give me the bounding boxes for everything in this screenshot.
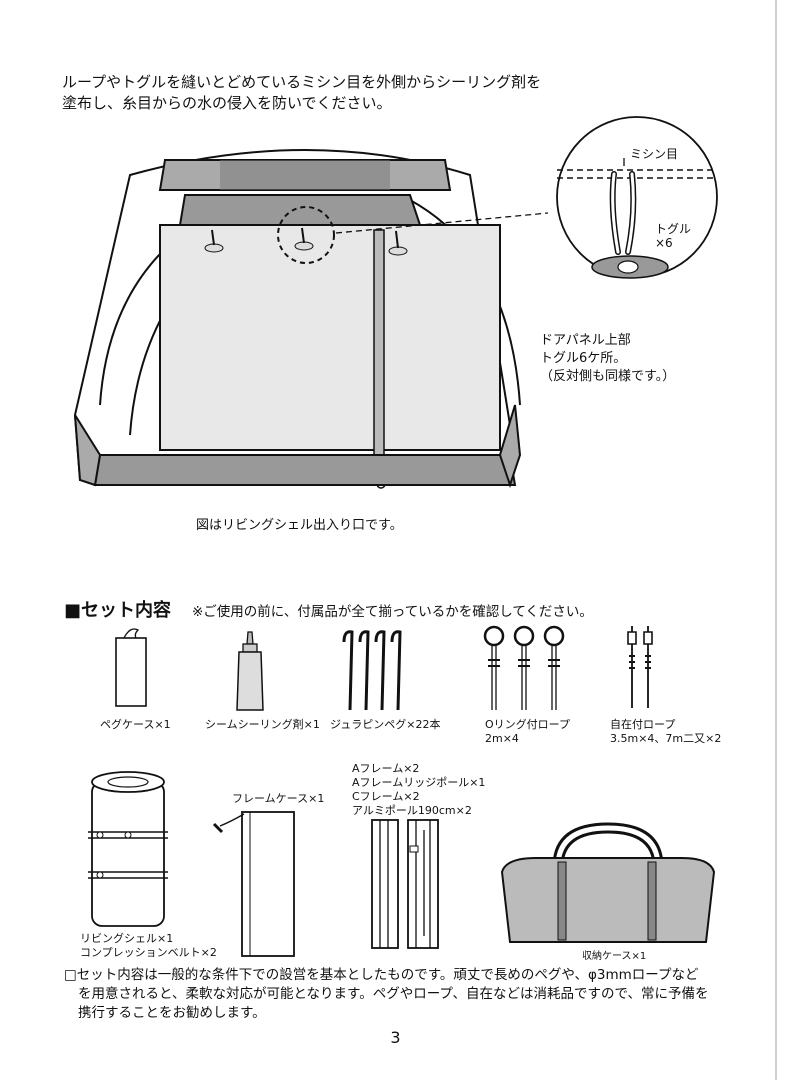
item-adjustable-rope: 自在付ロープ 3.5m×4、7m二又×2: [610, 718, 721, 746]
item-frame-case: フレームケース×1: [232, 792, 325, 805]
toggle-callout-count: ×6: [655, 236, 673, 250]
page-number: 3: [390, 1028, 401, 1047]
page-edge: [775, 0, 777, 1080]
item-living-shell-label: リビングシェル×1: [80, 932, 174, 945]
item-o-ring-rope: Oリング付ロープ 2m×4: [485, 718, 570, 746]
item-o-ring-rope-label: Oリング付ロープ: [485, 718, 570, 731]
door-note-line-1: ドアパネル上部: [540, 333, 631, 348]
frames-bundle-icon: [371, 819, 439, 949]
item-living-shell: リビングシェル×1 コンプレッションベルト×2: [80, 932, 217, 960]
item-frames: Aフレーム×2 Aフレームリッジポール×1 Cフレーム×2 アルミポール190c…: [352, 762, 485, 818]
intro-line-1: ループやトグルを縫いとどめているミシン目を外側からシーリング剤を: [62, 73, 542, 91]
diagram-caption: 図はリビングシェル出入り口です。: [196, 518, 403, 533]
item-adjustable-rope-label: 自在付ロープ: [610, 718, 676, 731]
o-ring-rope-icon: [483, 625, 565, 710]
toggle-callout: トグル ×6: [655, 222, 691, 250]
peg-case-icon: [115, 628, 147, 707]
footer-line-3: 携行することをお勧めします。: [78, 1005, 266, 1021]
tent-door-diagram: [73, 149, 549, 489]
set-contents-note: ※ご使用の前に、付属品が全て揃っているかを確認してください。: [192, 604, 593, 620]
toggle-callout-label: トグル: [655, 222, 692, 236]
intro-line-2: 塗布し、糸目からの水の侵入を防いでください。: [62, 94, 392, 112]
toggle-detail-circle: [556, 116, 718, 279]
stitch-callout: ミシン目: [630, 147, 679, 161]
item-o-ring-rope-qty: 2m×4: [485, 732, 519, 745]
seam-sealer-icon: [236, 631, 264, 711]
item-storage-case: 収納ケース×1: [582, 951, 647, 962]
item-pin-peg: ジュラピンペグ×22本: [330, 718, 441, 731]
door-note-line-2: トグル6ケ所。: [540, 351, 627, 366]
item-a-frame-ridge: Aフレームリッジポール×1: [352, 776, 486, 789]
item-peg-case: ペグケース×1: [100, 718, 171, 731]
living-shell-roll-icon: [88, 771, 168, 927]
item-living-shell-belt: コンプレッションベルト×2: [80, 946, 217, 959]
set-contents-title: ■セット内容: [64, 600, 172, 621]
item-alu-pole: アルミポール190cm×2: [352, 804, 472, 817]
item-seam-sealer: シームシーリング剤×1: [205, 718, 320, 731]
intro-text: ループやトグルを縫いとどめているミシン目を外側からシーリング剤を 塗布し、糸目か…: [62, 72, 622, 114]
footer-line-2: を用意されると、柔軟な対応が可能となります。ペグやロープ、自在などは消耗品ですの…: [78, 986, 709, 1002]
door-panel-note: ドアパネル上部 トグル6ケ所。 （反対側も同様です。）: [540, 332, 675, 386]
item-c-frame: Cフレーム×2: [352, 790, 420, 803]
footer-note: □セット内容は一般的な条件下での設営を基本としたものです。頑丈で長めのペグや、φ…: [64, 966, 734, 1023]
frame-case-icon: [212, 811, 295, 957]
item-adjustable-rope-qty: 3.5m×4、7m二又×2: [610, 732, 722, 745]
door-note-line-3: （反対側も同様です。）: [540, 369, 676, 384]
footer-line-1: □セット内容は一般的な条件下での設営を基本としたものです。頑丈で長めのペグや、φ…: [64, 967, 699, 983]
pin-peg-icon: [342, 630, 402, 711]
storage-bag-icon: [500, 822, 716, 943]
adjustable-rope-icon: [627, 626, 653, 708]
item-a-frame: Aフレーム×2: [352, 762, 420, 775]
